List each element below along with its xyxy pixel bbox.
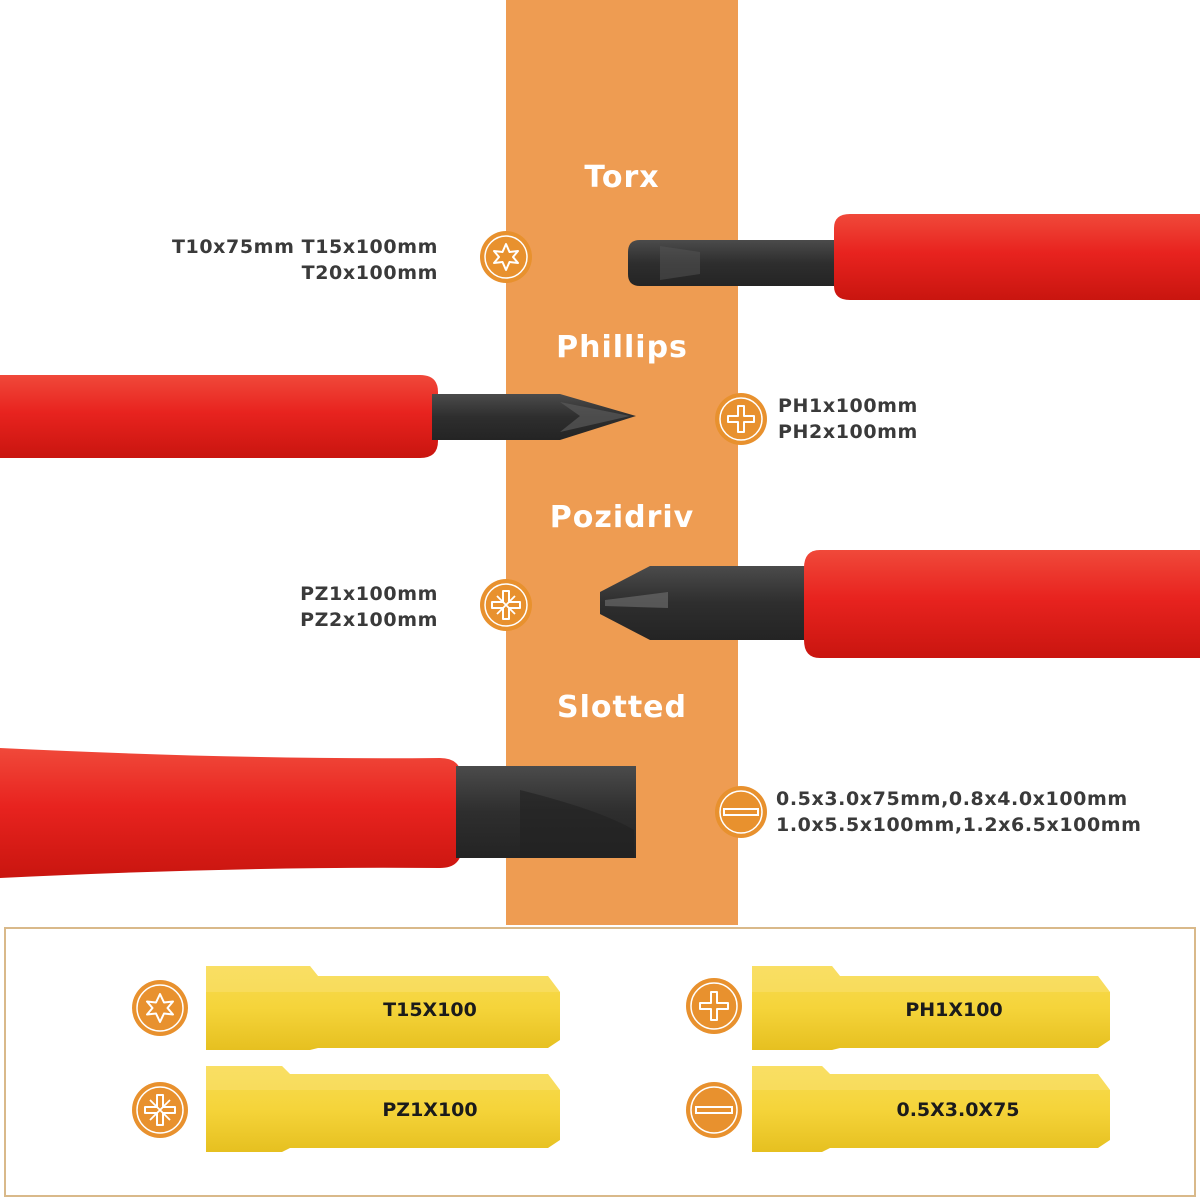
slotted-icon (686, 1082, 742, 1138)
bits-panel (4, 927, 1196, 1197)
phillips-specs: PH1x100mm PH2x100mm (778, 393, 918, 445)
bit-label-torx: T15X100 (383, 999, 477, 1021)
torx-icon (480, 231, 532, 283)
phillips-icon (686, 978, 742, 1034)
spec-line: PH1x100mm (778, 395, 918, 417)
bit-label-phillips: PH1X100 (905, 999, 1003, 1021)
spec-line: 1.0x5.5x100mm,1.2x6.5x100mm (776, 814, 1142, 836)
pozidriv-icon (480, 579, 532, 631)
section-title-torx: Torx (584, 160, 660, 195)
phillips-icon (715, 393, 767, 445)
pozidriv-icon (132, 1082, 188, 1138)
slotted-icon (715, 786, 767, 838)
bit-label-pozidriv: PZ1X100 (382, 1099, 478, 1121)
spec-line: PZ1x100mm (300, 583, 438, 605)
bit-item-torx (132, 966, 560, 1050)
bit-item-phillips (686, 966, 1110, 1050)
pozidriv-specs: PZ1x100mm PZ2x100mm (300, 581, 438, 633)
bit-item-slotted (686, 1066, 1110, 1152)
torx-specs: T10x75mm T15x100mm T20x100mm (172, 234, 438, 286)
section-title-pozidriv: Pozidriv (549, 500, 695, 535)
bit-item-pozidriv (132, 1066, 560, 1152)
section-title-slotted: Slotted (556, 690, 687, 725)
spec-line: 0.5x3.0x75mm,0.8x4.0x100mm (776, 788, 1128, 810)
pozidriv-screwdriver (600, 550, 1200, 658)
spec-line: PZ2x100mm (300, 609, 438, 631)
spec-line: T10x75mm T15x100mm (171, 236, 438, 258)
bit-label-slotted: 0.5X3.0X75 (896, 1099, 1020, 1121)
phillips-screwdriver (0, 375, 636, 458)
spec-line: T20x100mm (301, 262, 438, 284)
torx-icon (132, 980, 188, 1036)
torx-screwdriver (628, 214, 1200, 300)
slotted-screwdriver (0, 748, 636, 878)
section-title-phillips: Phillips (556, 330, 688, 365)
spec-line: PH2x100mm (778, 421, 918, 443)
slotted-specs: 0.5x3.0x75mm,0.8x4.0x100mm 1.0x5.5x100mm… (776, 786, 1142, 838)
